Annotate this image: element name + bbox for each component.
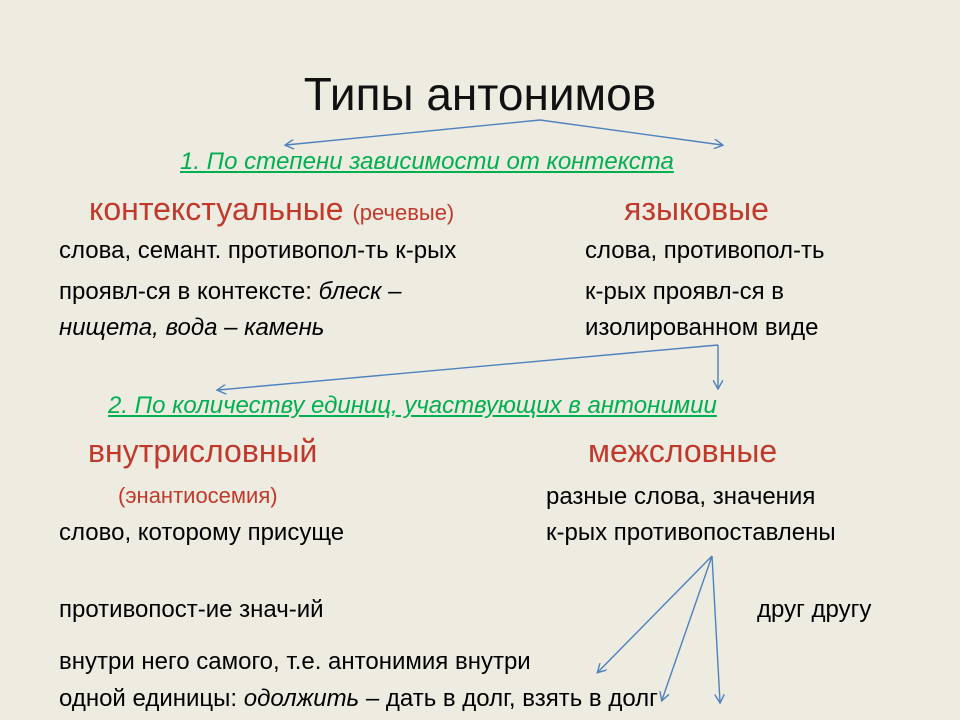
- contextual-term-label: контекстуальные: [89, 191, 344, 227]
- intraword-term: внутрисловный: [88, 433, 318, 469]
- arrow-section2-left: [218, 344, 719, 390]
- linguistic-term: языковые: [624, 191, 769, 227]
- intraword-desc-line1: слово, которому присуще: [59, 519, 345, 546]
- section1-heading: 1. По степени зависимости от контекста: [180, 148, 674, 175]
- interword-desc-line3: друг другу: [757, 596, 872, 623]
- enantiosemy-note: (энантиосемия): [118, 483, 278, 508]
- contextual-desc-line2-text: проявл-ся в контексте:: [59, 278, 319, 305]
- arrow-title-right: [539, 119, 722, 145]
- arrow-example-1: [598, 555, 713, 672]
- slide-title: Типы антонимов: [303, 68, 657, 120]
- contextual-desc-line2: проявл-ся в контексте: блеск –: [59, 280, 402, 304]
- intraword-desc-line3: внутри него самого, т.е. антонимия внутр…: [59, 648, 531, 675]
- arrow-example-3: [711, 555, 720, 702]
- intraword-example: одолжить: [243, 685, 360, 712]
- linguistic-desc-line2: к-рых проявл-ся в: [585, 278, 785, 305]
- intraword-desc-line4: одной единицы: одолжить – дать в долг, в…: [59, 687, 658, 711]
- linguistic-desc-line1: слова, противопол-ть: [585, 237, 825, 264]
- contextual-desc-line1: слова, семант. противопол-ть к-рых: [59, 237, 457, 264]
- linguistic-desc-line3: изолированном виде: [585, 314, 819, 341]
- contextual-example-2: нищета, вода – камень: [59, 314, 325, 341]
- interword-desc-line2: к-рых противопоставлены: [546, 519, 836, 546]
- contextual-term: контекстуальные (речевые): [89, 193, 454, 225]
- contextual-example-1: блеск –: [318, 278, 402, 305]
- arrow-example-2: [662, 555, 713, 700]
- intraword-desc-line2: противопост-ие знач-ий: [59, 596, 324, 623]
- arrow-title-left: [286, 119, 541, 145]
- interword-desc-line1: разные слова, значения: [546, 483, 816, 510]
- section2-heading: 2. По количеству единиц, участвующих в а…: [108, 392, 717, 419]
- interword-term: межсловные: [588, 433, 778, 469]
- intraword-desc-line4-text-b: – дать в долг, взять в долг: [359, 685, 658, 712]
- contextual-term-note: (речевые): [352, 200, 455, 225]
- intraword-desc-line4-text-a: одной единицы:: [59, 685, 244, 712]
